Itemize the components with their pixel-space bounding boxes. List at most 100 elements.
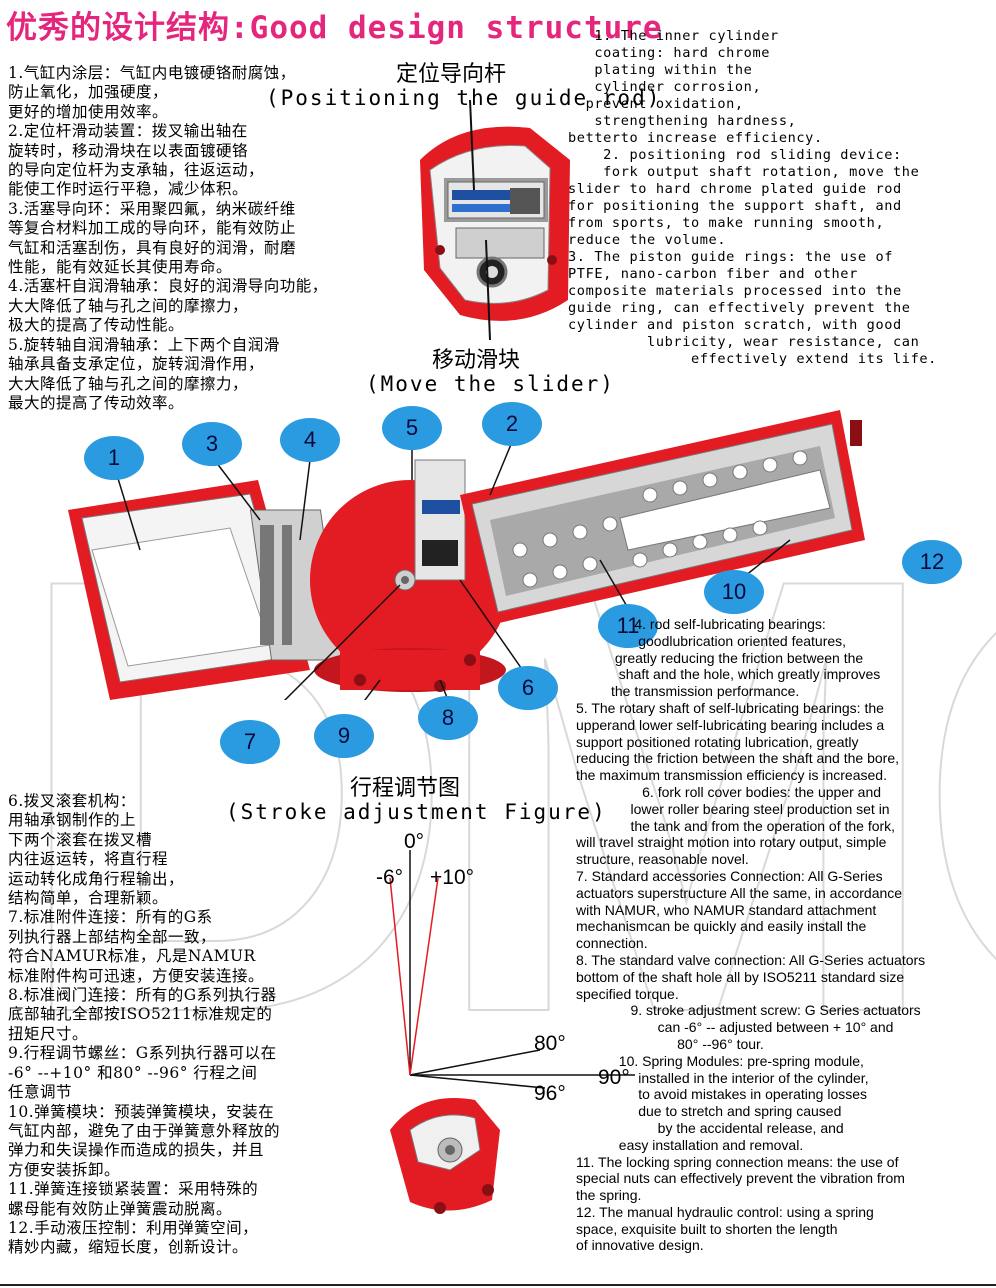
en-feature-line: guide ring, can effectively prevent the [568, 300, 911, 316]
angle-80: 80° [534, 1032, 566, 1055]
cn-feature-line: 气缸内部，避免了由于弹簧意外释放的 [8, 1121, 281, 1140]
left-cylinder [68, 480, 343, 700]
cn-feature-line: 12.手动液压控制：利用弹簧空间， [8, 1218, 259, 1237]
en-feature-line: cylinder corrosion, [568, 79, 762, 95]
en-feature-line: goodlubrication oriented features, [576, 632, 847, 649]
callout-6: 6 [498, 666, 558, 710]
en-feature-line: of innovative design. [576, 1237, 704, 1254]
callout-1: 1 [84, 436, 144, 480]
callout-7: 7 [220, 720, 280, 764]
callout-8: 8 [418, 696, 478, 740]
en-feature-line: plating within the [568, 62, 753, 78]
cn-feature-line: 10.弹簧模块：预装弹簧模块，安装在 [8, 1102, 275, 1121]
en-feature-line: 3. The piston guide rings: the use of [568, 249, 894, 265]
cn-feature-line: 轴承具备支承定位，旋转润滑作用， [8, 355, 265, 374]
cn-feature-line: 气缸和活塞刮伤，具有良好的润滑，耐磨 [8, 238, 297, 257]
en-feature-line: by the accidental release, and [576, 1119, 844, 1136]
cn-features-top: 1.气缸内涂层：气缸内电镀硬铬耐腐蚀，防止氧化，加强硬度，更好的增加使用效率。2… [8, 64, 328, 413]
cn-feature-line: 2.定位杆滑动装置：拨叉输出轴在 [8, 122, 248, 141]
cn-feature-line: 11.弹簧连接锁紧装置：采用特殊的 [8, 1180, 259, 1199]
en-feature-line: the maximum transmission efficiency is i… [576, 767, 887, 784]
callout-2: 2 [482, 402, 542, 446]
en-feature-line: installed in the interior of the cylinde… [576, 1069, 869, 1086]
cn-feature-line: 底部轴孔全部按ISO5211标准规定的 [8, 1005, 273, 1024]
cn-feature-line: 螺母能有效防止弹簧震动脱离。 [8, 1199, 233, 1218]
en-feature-line: the spring. [576, 1187, 642, 1204]
cn-feature-line: 方便安装拆卸。 [8, 1160, 121, 1179]
en-feature-line: coating: hard chrome [568, 45, 771, 61]
en-feature-line: composite materials processed into the [568, 283, 902, 299]
en-feature-line: will travel straight motion into rotary … [576, 834, 887, 851]
en-feature-line: shaft and the hole, which greatly improv… [576, 666, 881, 683]
en-feature-line: special nuts can effectively prevent the… [576, 1170, 905, 1187]
cn-feature-line: 防止氧化，加强硬度， [8, 83, 169, 102]
cn-feature-line: 标准附件构可迅速，方便安装连接。 [8, 966, 265, 985]
cn-feature-line: 大大降低了轴与孔之间的摩擦力， [8, 374, 249, 393]
cn-feature-line: 7.标准附件连接：所有的G系 [8, 908, 213, 927]
en-feature-line: reducing the friction between the shaft … [576, 750, 899, 767]
en-feature-line: fork output shaft rotation, move the [568, 164, 920, 180]
en-feature-line: the tank and from the operation of the f… [576, 817, 896, 834]
en-feature-line: strengthening hardness, [568, 113, 797, 129]
en-feature-line: 7. Standard accessories Connection: All … [576, 867, 883, 884]
cn-feature-line: 能使工作时运行平稳，减少体积。 [8, 180, 249, 199]
en-feature-line: 6. fork roll cover bodies: the upper and [576, 783, 882, 800]
cn-feature-line: 的导向定位杆为支承轴，往返运动， [8, 161, 265, 180]
en-feature-line: easy installation and removal. [576, 1136, 804, 1153]
cn-feature-line: 列执行器上部结构全部一致， [8, 927, 217, 946]
angle-neg6: -6° [376, 866, 404, 889]
callout-5: 5 [382, 406, 442, 450]
en-features-top: 1. The inner cylinder coating: hard chro… [568, 28, 937, 368]
spring-cylinder [460, 410, 865, 625]
cn-feature-line: 4.活塞杆自润滑轴承：良好的润滑导向功能， [8, 277, 328, 296]
en-feature-line: PTFE, nano-carbon fiber and other [568, 266, 858, 282]
callout-11: 11 [598, 604, 658, 648]
cn-feature-line: 任意调节 [8, 1083, 73, 1102]
en-feature-line: actuators superstructure All the same, i… [576, 884, 903, 901]
cn-feature-line: 极大的提高了传动性能。 [8, 316, 185, 335]
cn-feature-line: 内往返运转，将直行程 [8, 850, 169, 869]
en-feature-line: due to stretch and spring caused [576, 1103, 842, 1120]
en-feature-line: space, exquisite built to shorten the le… [576, 1220, 838, 1237]
guide-rod-detail-drawing [420, 100, 570, 340]
cn-feature-line: 1.气缸内涂层：气缸内电镀硬铬耐腐蚀， [8, 64, 296, 82]
en-feature-line: 4. rod self-lubricating bearings: [576, 616, 826, 632]
en-feature-line: mechanismcan be quickly and easily insta… [576, 918, 867, 935]
en-feature-line: 80° --96° tour. [576, 1035, 764, 1052]
page-title: 优秀的设计结构:Good design structure [6, 10, 663, 46]
en-feature-line: 10. Spring Modules: pre-spring module, [576, 1052, 864, 1069]
en-feature-line: specified torque. [576, 985, 679, 1002]
en-feature-line: lower roller bearing steel production se… [576, 800, 890, 817]
housing-detail-drawing [390, 1098, 500, 1214]
en-feature-line: slider to hard chrome plated guide rod [568, 181, 902, 197]
angle-pos10: +10° [430, 866, 475, 889]
en-feature-line: 2. positioning rod sliding device: [568, 147, 902, 163]
cn-feature-line: 3.活塞导向环：采用聚四氟，纳米碳纤维 [8, 199, 296, 218]
guide-rod-label-en: (Positioning the guide rod) [266, 86, 662, 110]
cn-feature-line: 扭矩尺寸。 [8, 1024, 89, 1043]
cn-feature-line: 符合NAMUR标准，凡是NAMUR [8, 947, 256, 966]
en-feature-line: 11. The locking spring connection means:… [576, 1153, 899, 1170]
cn-feature-line: 大大降低了轴与孔之间的摩擦力， [8, 296, 249, 315]
callout-9: 9 [314, 714, 374, 758]
en-feature-line: the transmission performance. [576, 683, 800, 700]
stroke-angle-diagram [389, 850, 635, 1089]
callout-3: 3 [182, 422, 242, 466]
en-feature-line: from sports, to make running smooth, [568, 215, 885, 231]
en-feature-line: for positioning the support shaft, and [568, 198, 902, 214]
en-features-right: 4. rod self-lubricating bearings: goodlu… [576, 616, 925, 1254]
central-housing [310, 459, 510, 692]
cn-feature-line: 6.拨叉滚套机构： [8, 792, 136, 810]
cn-feature-line: 精妙内藏，缩短长度，创新设计。 [8, 1238, 249, 1257]
cn-feature-line: 等复合材料加工成的导向环，能有效防止 [8, 219, 297, 238]
cn-feature-line: 5.旋转轴自润滑轴承：上下两个自润滑 [8, 335, 280, 354]
slider-label-en: (Move the slider) [366, 372, 615, 396]
cn-features-bottom: 6.拨叉滚套机构：用轴承钢制作的上下两个滚套在拨叉槽内往返运转，将直行程运动转化… [8, 792, 280, 1258]
en-feature-line: bottom of the shaft hole all by ISO5211 … [576, 968, 905, 985]
callout-4: 4 [280, 418, 340, 462]
en-feature-line: to avoid mistakes in operating losses [576, 1086, 868, 1103]
cn-feature-line: 旋转时，移动滑块在以表面镀硬铬 [8, 141, 249, 160]
en-feature-line: reduce the volume. [568, 232, 727, 248]
en-feature-line: can -6° -- adjusted between + 10° and [576, 1019, 894, 1036]
en-feature-line: lubricity, wear resistance, can [568, 334, 920, 350]
